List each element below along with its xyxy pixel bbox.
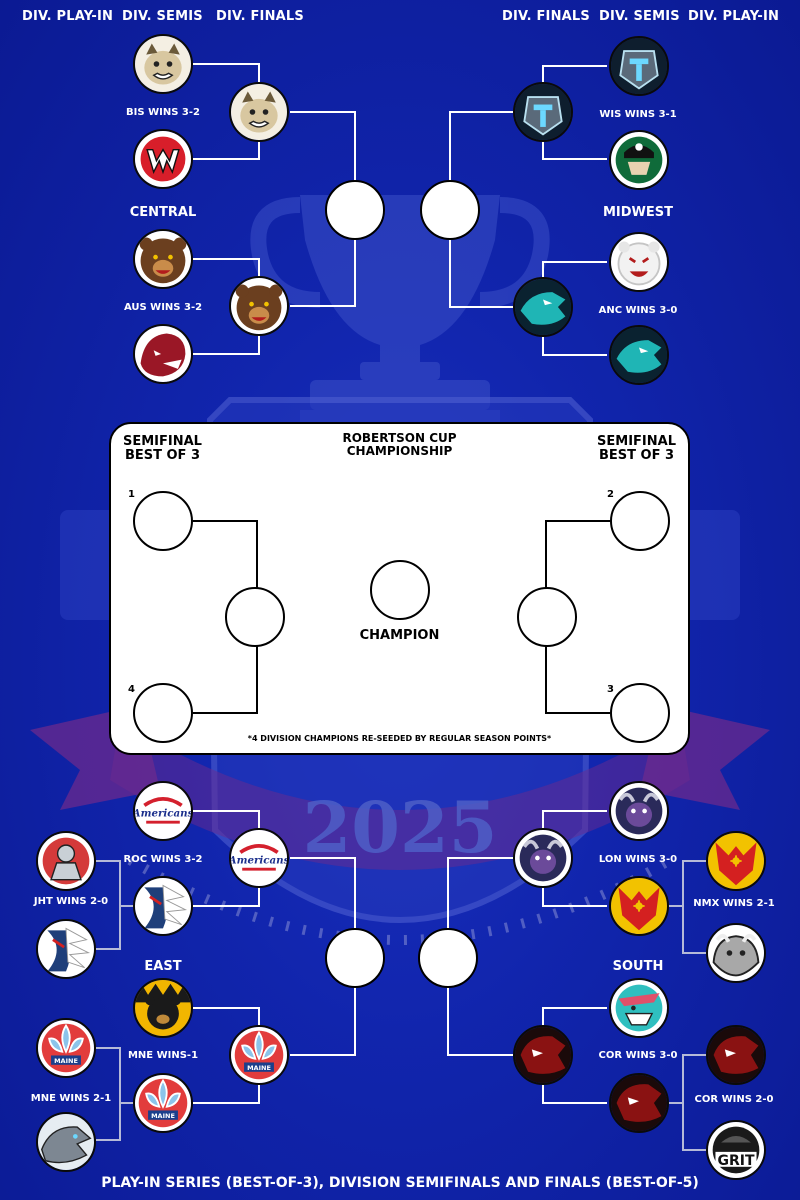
east-champion-slot bbox=[325, 928, 385, 988]
purple-bull-logo bbox=[513, 828, 573, 888]
championship-title-line2: CHAMPIONSHIP bbox=[346, 444, 453, 458]
grit-wordmark: GRIT bbox=[717, 1153, 754, 1169]
header-left-finals: DIV. FINALS bbox=[216, 9, 304, 24]
polar-bear-logo bbox=[609, 232, 669, 292]
teal-creature-logo bbox=[609, 978, 669, 1038]
result-cor-playin: COR WINS 2-0 bbox=[694, 1094, 774, 1105]
result-jht: JHT WINS 2-0 bbox=[33, 896, 109, 907]
purple-bull-logo bbox=[609, 781, 669, 841]
header-left-playin: DIV. PLAY-IN bbox=[22, 9, 114, 24]
maine-logo: MAINE bbox=[36, 1018, 96, 1078]
seed-1-slot bbox=[133, 491, 193, 551]
ice-wolf-logo bbox=[609, 876, 669, 936]
maine-wordmark: MAINE bbox=[151, 1112, 175, 1120]
left-semifinal-label: SEMIFINAL BEST OF 3 bbox=[123, 435, 202, 463]
left-semifinal-line1: SEMIFINAL bbox=[123, 434, 202, 449]
seed-4-slot bbox=[133, 683, 193, 743]
bobcat-logo bbox=[133, 34, 193, 94]
chief-logo bbox=[133, 876, 193, 936]
maine-wordmark: MAINE bbox=[54, 1057, 78, 1065]
division-midwest: MIDWEST bbox=[602, 205, 674, 220]
w-logo bbox=[133, 129, 193, 189]
green-miner-logo bbox=[609, 130, 669, 190]
result-mne-semis: MNE WINS-1 bbox=[127, 1050, 199, 1061]
right-semifinal-line1: SEMIFINAL bbox=[597, 434, 676, 449]
black-bear-logo bbox=[133, 978, 193, 1038]
central-champion-slot bbox=[325, 180, 385, 240]
division-south: SOUTH bbox=[612, 959, 664, 974]
bobcat-logo bbox=[229, 82, 289, 142]
red-beast-logo bbox=[133, 324, 193, 384]
header-left-semis: DIV. SEMIS bbox=[122, 9, 203, 24]
champion-label: CHAMPION bbox=[359, 628, 440, 643]
result-nmx: NMX WINS 2-1 bbox=[693, 898, 775, 909]
header-right-playin: DIV. PLAY-IN bbox=[688, 9, 780, 24]
seed-4: 4 bbox=[128, 684, 135, 695]
division-east: EAST bbox=[144, 959, 182, 974]
maine-logo: MAINE bbox=[133, 1073, 193, 1133]
grey-bull-logo bbox=[706, 923, 766, 983]
americans-wordmark: Americans bbox=[135, 808, 191, 820]
maine-wordmark: MAINE bbox=[247, 1064, 271, 1072]
division-central: CENTRAL bbox=[129, 205, 197, 220]
reseed-note: *4 DIVISION CHAMPIONS RE-SEEDED BY REGUL… bbox=[247, 734, 552, 743]
teal-wolf-logo bbox=[609, 325, 669, 385]
shadow-logo bbox=[609, 1073, 669, 1133]
championship-title-line1: ROBERTSON CUP bbox=[342, 431, 457, 445]
americans-wordmark: Americans bbox=[231, 855, 287, 867]
ice-wolf-logo bbox=[706, 831, 766, 891]
format-footer: PLAY-IN SERIES (BEST-OF-3), DIVISION SEM… bbox=[101, 1175, 699, 1191]
chief-logo bbox=[36, 919, 96, 979]
watermark-year: 2025 bbox=[303, 786, 498, 869]
grey-wolf-logo bbox=[36, 1112, 96, 1172]
knight-helmet-logo bbox=[513, 82, 573, 142]
grit-logo: GRIT bbox=[706, 1120, 766, 1180]
shadow-logo bbox=[706, 1025, 766, 1085]
championship-board: ROBERTSON CUP CHAMPIONSHIP SEMIFINAL BES… bbox=[109, 422, 690, 755]
result-anc: ANC WINS 3-0 bbox=[598, 305, 678, 316]
result-bis: BIS WINS 3-2 bbox=[126, 107, 200, 118]
seed-1: 1 bbox=[128, 489, 135, 500]
result-roc: ROC WINS 3-2 bbox=[123, 854, 203, 865]
seed-2: 2 bbox=[607, 489, 614, 500]
south-champion-slot bbox=[418, 928, 478, 988]
right-semifinal-label: SEMIFINAL BEST OF 3 bbox=[597, 435, 676, 463]
maine-logo: MAINE bbox=[229, 1025, 289, 1085]
champion-slot bbox=[370, 560, 430, 620]
midwest-champion-slot bbox=[420, 180, 480, 240]
teal-wolf-logo bbox=[513, 277, 573, 337]
americans-logo: Americans bbox=[229, 828, 289, 888]
seed-2-slot bbox=[610, 491, 670, 551]
knight-helmet-logo bbox=[609, 36, 669, 96]
bear-logo bbox=[229, 276, 289, 336]
right-finalist-slot bbox=[517, 587, 577, 647]
header-right-finals: DIV. FINALS bbox=[502, 9, 590, 24]
result-mne-playin: MNE WINS 2-1 bbox=[30, 1093, 112, 1104]
americans-logo: Americans bbox=[133, 781, 193, 841]
championship-title: ROBERTSON CUP CHAMPIONSHIP bbox=[111, 432, 688, 458]
header-right-semis: DIV. SEMIS bbox=[599, 9, 680, 24]
result-aus: AUS WINS 3-2 bbox=[123, 302, 203, 313]
result-cor-semis: COR WINS 3-0 bbox=[598, 1050, 678, 1061]
championship-lines bbox=[193, 520, 610, 714]
left-finalist-slot bbox=[225, 587, 285, 647]
result-lon: LON WINS 3-0 bbox=[598, 854, 678, 865]
seed-3-slot bbox=[610, 683, 670, 743]
result-wis: WIS WINS 3-1 bbox=[599, 109, 677, 120]
bear-logo bbox=[133, 229, 193, 289]
shadow-logo bbox=[513, 1025, 573, 1085]
knight-figure-logo bbox=[36, 831, 96, 891]
left-semifinal-line2: BEST OF 3 bbox=[124, 448, 201, 463]
seed-3: 3 bbox=[607, 684, 614, 695]
right-semifinal-line2: BEST OF 3 bbox=[598, 448, 675, 463]
